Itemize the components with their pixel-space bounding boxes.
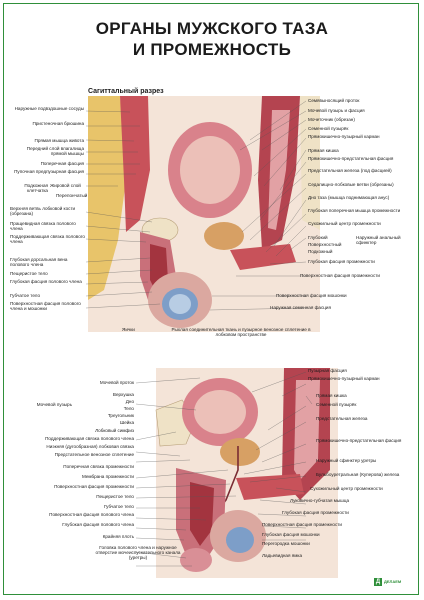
label-prostate-bottom: Предстательная железа (316, 416, 368, 421)
label-deep-penile-fascia-bottom: Глубокая фасция полового члена (62, 522, 134, 527)
label-fundus: Дно (125, 399, 134, 404)
section-subtitle: Сагиттальный разрез (88, 88, 164, 95)
label-bulbospongiosus: Луковично-губчатая мышца (290, 498, 350, 503)
top-right-leaders (209, 100, 307, 311)
label-perineal-body-bottom: Сухожильный центр промежности (310, 486, 383, 491)
label-perineal-membrane: Мембрана промежности (81, 474, 134, 479)
label-corpus-spongiosum: Губчатое тело (10, 293, 41, 298)
title-line-2: И ПРОМЕЖНОСТЬ (132, 40, 292, 59)
label-prepuce: Крайняя плоть (102, 534, 134, 539)
title-line-1: ОРГАНЫ МУЖСКОГО ТАЗА (95, 19, 329, 38)
label-suspensory-ligament-bottom: Поддерживающая связка полового члена (45, 436, 134, 441)
label-corpus-spongiosum-bottom: Губчатое тело (103, 504, 134, 509)
label-vesical-fascia: Пузырная фасция (308, 368, 347, 373)
poster-frame (3, 3, 419, 595)
label-rectum: Прямая кишка (308, 148, 339, 153)
label-prostatic-venous-plexus: Предстательное венозное сплетение (54, 452, 134, 457)
label-testes: Яички (122, 327, 135, 332)
label-fatty-layer: Жировой слой (50, 183, 81, 188)
label-fundiform-ligament: Пращевидная связка полового члена (10, 221, 76, 232)
label-scrotal-septum: Перегородка мошонки (262, 541, 310, 546)
label-urinary-bladder: Мочевой пузырь (36, 402, 72, 407)
label-vas-deferens: Семявыносящий проток (308, 98, 360, 103)
label-rectum-bottom: Прямая кишка (316, 393, 347, 398)
label-corpus-cavernosum: Пещеристое тело (10, 271, 48, 276)
label-urachus: Мочевой проток (99, 380, 134, 385)
label-rectovesical-pouch: Прямокишечно-пузырный карман (308, 134, 380, 139)
label-navicular-fossa: Ладьевидная ямка (262, 553, 303, 558)
label-external-anal-sphincter: Наружный анальный сфинктер (356, 235, 401, 246)
label-ischiopubic-rami: Седалищно-лобковые ветви (обрезаны) (308, 182, 394, 187)
poster-title: ОРГАНЫ МУЖСКОГО ТАЗА И ПРОМЕЖНОСТЬ (0, 18, 424, 60)
label-transversalis-fascia: Поперечная фасция (40, 161, 84, 166)
label-deep-transverse-perineal: Глубокая поперечная мышца промежности (308, 208, 401, 213)
label-seminal-vesicle: Семенной пузырёк (308, 126, 349, 131)
label-superior-pubic-ramus: Верхняя ветвь лобковой кости (обрезана) (10, 206, 76, 217)
label-parietal-peritoneum: Пристеночная брюшина (32, 121, 84, 126)
label-deep-perineal-fascia: Глубокая фасция промежности (308, 259, 375, 264)
label-pelvic-floor: Дно таза (мышца поднимающая анус) (308, 195, 390, 200)
label-superficial-scrotal-fascia: Поверхностная фасция мошонки (276, 293, 347, 298)
label-seminal-vesicle-bottom: Семенной пузырёк (316, 402, 357, 407)
brand-logo-text: ДЕЛАЕМ (384, 579, 402, 584)
label-superficial-perineal-fascia-bottom: Поверхностная фасция промежности (54, 484, 134, 489)
label-deep-dorsal-vein: Глубокая дорсальная вена полового члена (10, 257, 68, 268)
label-external-iliac-vessels: Наружные подвздошные сосуды (14, 106, 84, 111)
label-external-urethral-sphincter: Наружный сфинктер уретры (316, 458, 377, 463)
label-external-spermatic-fascia: Наружная семенная фасция (270, 305, 331, 310)
label-umbilical-prevesical-fascia: Пупочная предпузырная фасция (14, 169, 84, 174)
bottom-illustration (155, 368, 338, 578)
label-trigone: Треугольник (107, 413, 134, 418)
label-deep: Глубокий (308, 235, 328, 240)
label-subcutaneous: Подкожный (308, 249, 333, 254)
label-body: Тело (123, 406, 134, 411)
label-arcuate-pubic-ligament: Ниэкняя (дугообразная) лобковая связка (46, 444, 134, 449)
label-rectoprostatic-fascia: Прямокишечно-предстательная фасция (308, 156, 394, 161)
label-superficial-perineal-fascia-br: Поверхностная фасция промежности (262, 522, 342, 527)
label-membranous-layer: Перепончатый (56, 193, 88, 198)
label-suspensory-ligament: Поддерживающая связка полового члена (10, 234, 85, 245)
brand-logo-icon: Д (374, 578, 382, 586)
label-prostate: Предстательная железа (под фасцией) (308, 168, 392, 173)
label-rectoprostatic-fascia-bottom: Прямокишечно-предстательная фасция (316, 438, 402, 443)
label-deep-perineal-fascia-bottom: Глубокая фасция промежности (282, 510, 349, 515)
label-glans-urethral-orifice: Головка полового члена и наружное отверс… (95, 545, 181, 561)
label-neck: Шейка (120, 420, 134, 425)
label-rectus-abdominis: Прямая мышца живота (34, 138, 84, 143)
top-left-leaders (85, 110, 161, 309)
label-subcutaneous-tissue: Подкожная клетчатка (24, 183, 48, 194)
label-deep-penile-fascia: Глубокая фасция полового члена (10, 279, 82, 284)
label-superficial-perineal-fascia: Поверхностная фасция промежности (300, 273, 380, 278)
label-rectovesical-pouch-bottom: Прямокишечно-пузырный карман (308, 376, 380, 381)
label-corpus-cavernosum-bottom: Пещеристое тело (96, 494, 134, 499)
bottom-left-leaders (135, 377, 237, 567)
label-bulbourethral-gland: Бульбоуретральная (Куперова) железа (316, 472, 400, 477)
label-pubic-symphysis: Лобковый симфиз (95, 428, 134, 433)
label-transverse-perineal-ligament: Поперечная связка промежности (63, 464, 134, 469)
label-anterior-rectus-sheath: Передний слой влагалища прямой мышцы (26, 146, 84, 157)
label-superficial: Поверхностный (308, 242, 342, 247)
label-bladder-fascia: Мочевой пузырь и фасция (308, 108, 365, 113)
label-apex: Верхушка (112, 392, 134, 397)
top-sagittal-illustration (88, 96, 320, 332)
bottom-right-leaders (243, 371, 313, 541)
label-deep-scrotal-fascia: Глубокая фасция мошонки (262, 532, 320, 537)
label-perineal-body: Сухожильный центр промежности (308, 221, 381, 226)
label-superficial-penile-scrotal-fascia: Поверхностная фасция полового члена и мо… (10, 301, 81, 312)
label-ureter: Мочеточник (обрезан) (308, 117, 355, 122)
label-superficial-penile-fascia: Поверхностная фасция полового члена (49, 512, 134, 517)
label-loose-connective-tissue: Рыхлая соединительная ткань и пузырное в… (171, 327, 311, 338)
